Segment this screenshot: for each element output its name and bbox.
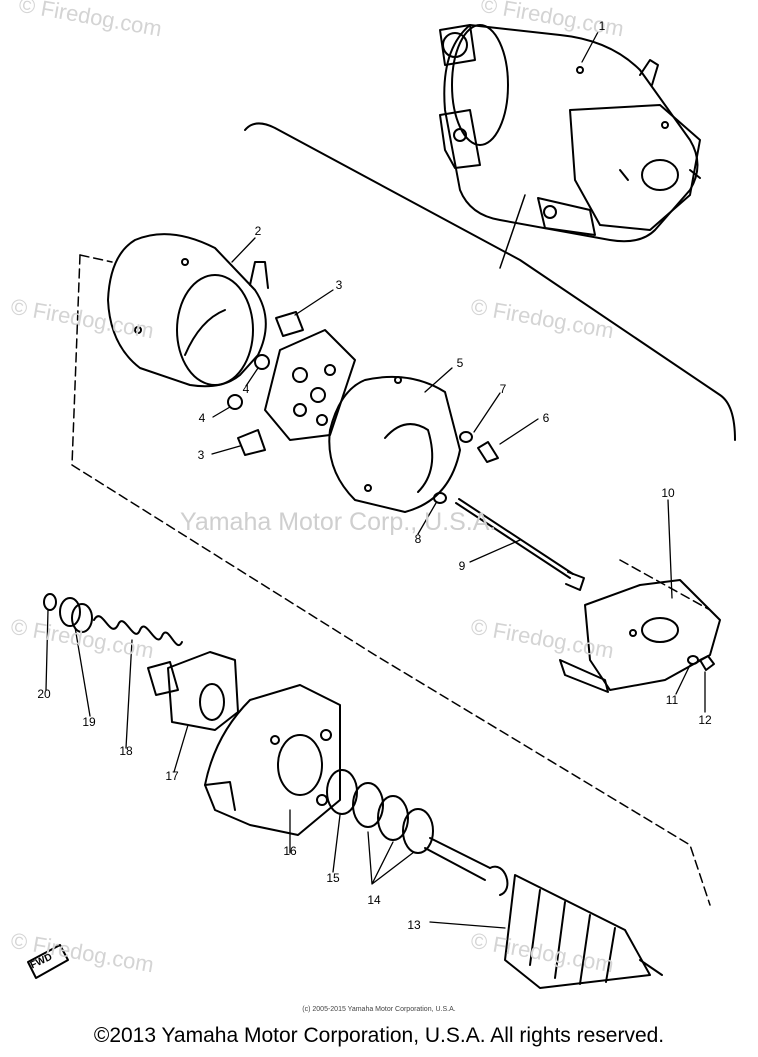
part-label-4: 4 bbox=[198, 411, 206, 425]
part-label-17: 17 bbox=[165, 769, 179, 783]
dashed-guide-lines bbox=[71, 254, 711, 906]
screw-and-washers bbox=[433, 431, 499, 504]
center-watermark: Yamaha Motor Corp., U.S.A. bbox=[180, 508, 497, 536]
mounting-bracket bbox=[559, 579, 721, 693]
part-label-3: 3 bbox=[197, 448, 205, 462]
armature bbox=[424, 837, 663, 989]
assembled-starter-motor bbox=[439, 24, 701, 243]
part-label-16: 16 bbox=[283, 844, 297, 858]
part-label-10: 10 bbox=[661, 486, 675, 500]
brush-springs bbox=[227, 354, 270, 410]
part-label-20: 20 bbox=[37, 687, 51, 701]
part-label-19: 19 bbox=[82, 715, 96, 729]
leader-lines bbox=[45, 31, 706, 929]
part-label-18: 18 bbox=[119, 744, 133, 758]
copyright-notice: ©2013 Yamaha Motor Corporation, U.S.A. A… bbox=[93, 1024, 665, 1047]
part-label-6: 6 bbox=[542, 411, 550, 425]
part-label-7: 7 bbox=[499, 382, 507, 396]
small-copyright: (c) 2005-2015 Yamaha Motor Corporation, … bbox=[302, 1006, 456, 1013]
part-label-3: 3 bbox=[335, 278, 343, 292]
brush-parts bbox=[237, 311, 304, 456]
part-label-5: 5 bbox=[456, 356, 464, 370]
brush-plate bbox=[264, 329, 356, 441]
rear-cover bbox=[328, 375, 461, 513]
part-label-1: 1 bbox=[598, 19, 606, 33]
group-leader-line bbox=[499, 194, 526, 269]
clutch-assembly bbox=[147, 651, 239, 731]
fwd-arrow-icon bbox=[27, 944, 69, 979]
through-bolt bbox=[455, 498, 585, 591]
part-label-11: 11 bbox=[665, 693, 679, 707]
part-label-4: 4 bbox=[242, 382, 250, 396]
part-label-13: 13 bbox=[407, 918, 421, 932]
front-cover bbox=[204, 684, 341, 836]
part-label-12: 12 bbox=[698, 713, 712, 727]
part-label-14: 14 bbox=[367, 893, 381, 907]
washer-and-nut bbox=[687, 655, 715, 671]
shim-rings bbox=[326, 769, 434, 854]
yoke-housing bbox=[107, 233, 269, 388]
part-label-2: 2 bbox=[254, 224, 262, 238]
clip-collar-spring bbox=[43, 593, 183, 646]
part-label-8: 8 bbox=[414, 532, 422, 546]
part-label-15: 15 bbox=[326, 871, 340, 885]
group-bracket bbox=[244, 122, 736, 441]
part-label-9: 9 bbox=[458, 559, 466, 573]
